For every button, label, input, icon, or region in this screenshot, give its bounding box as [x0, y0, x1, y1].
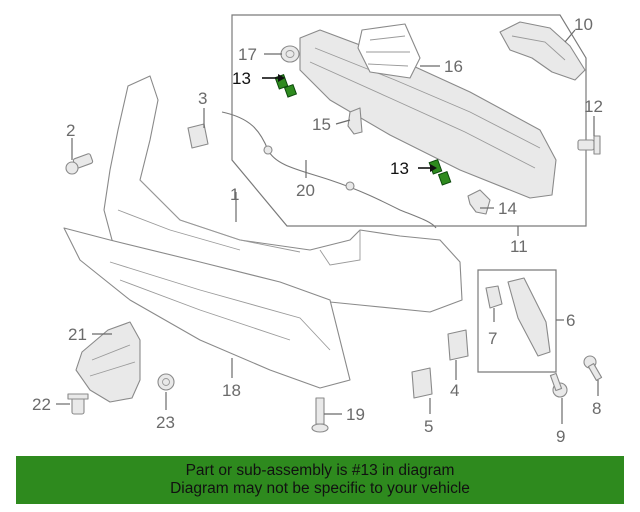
bolt-part-9[interactable]	[549, 372, 568, 398]
part-info-banner: Part or sub-assembly is #13 in diagram D…	[16, 456, 624, 504]
bolt-part-8[interactable]	[583, 355, 603, 381]
callout-13-upper[interactable]: 13	[232, 69, 251, 88]
callout-15[interactable]: 15	[312, 115, 331, 134]
sensor-part-3[interactable]	[187, 123, 209, 149]
banner-line-part: Part or sub-assembly is #13 in diagram	[185, 462, 455, 479]
bolt-part-12[interactable]	[577, 135, 601, 155]
callout-4[interactable]: 4	[450, 381, 459, 400]
callout-2[interactable]: 2	[66, 121, 75, 140]
bracket-part-6[interactable]	[507, 277, 551, 357]
callout-14[interactable]: 14	[498, 199, 517, 218]
cap-part[interactable]	[280, 45, 300, 63]
side-bracket-part[interactable]	[499, 21, 586, 81]
impact-beam-part[interactable]	[299, 23, 557, 199]
clip-part-5[interactable]	[411, 367, 433, 399]
callout-18[interactable]: 18	[222, 381, 241, 400]
callout-1[interactable]: 1	[230, 185, 239, 204]
screw-part-19[interactable]	[311, 397, 329, 433]
leader-10	[564, 29, 576, 43]
callout-5[interactable]: 5	[424, 417, 433, 436]
exploded-parts-diagram: 1 2 3 4 5 6 7 8 9 10 11 12 13 13 14 15 1…	[32, 14, 603, 446]
lower-diffuser-part[interactable]	[63, 227, 351, 389]
callout-21[interactable]: 21	[68, 325, 87, 344]
callout-8[interactable]: 8	[592, 399, 601, 418]
leader-13-upper-arrow	[278, 74, 285, 82]
callout-19[interactable]: 19	[346, 405, 365, 424]
callout-10[interactable]: 10	[574, 15, 593, 34]
banner-line-disclaimer: Diagram may not be specific to your vehi…	[170, 480, 470, 497]
callout-13-lower[interactable]: 13	[390, 159, 409, 178]
bolt-part-22[interactable]	[67, 393, 89, 415]
callout-17[interactable]: 17	[238, 45, 257, 64]
callout-16[interactable]: 16	[444, 57, 463, 76]
callout-7[interactable]: 7	[488, 329, 497, 348]
wiring-harness-part[interactable]	[221, 111, 437, 229]
callout-6[interactable]: 6	[566, 311, 575, 330]
callout-11[interactable]: 11	[510, 237, 528, 256]
callout-3[interactable]: 3	[198, 89, 207, 108]
callout-20[interactable]: 20	[296, 181, 315, 200]
undercover-bracket-part[interactable]	[75, 321, 141, 403]
mount-bracket-part-15[interactable]	[347, 107, 363, 135]
clip-part-4[interactable]	[447, 329, 469, 361]
callout-22[interactable]: 22	[32, 395, 51, 414]
bracket-part-7[interactable]	[485, 285, 503, 309]
bolt-part-2[interactable]	[65, 153, 94, 175]
leader-13-lower-arrow	[430, 164, 437, 172]
nut-part-23[interactable]	[157, 373, 175, 391]
bumper-cover-part[interactable]	[103, 75, 463, 313]
callout-9[interactable]: 9	[556, 427, 565, 446]
callout-12[interactable]: 12	[584, 97, 603, 116]
leader-15	[335, 119, 351, 125]
callout-23[interactable]: 23	[156, 413, 175, 432]
